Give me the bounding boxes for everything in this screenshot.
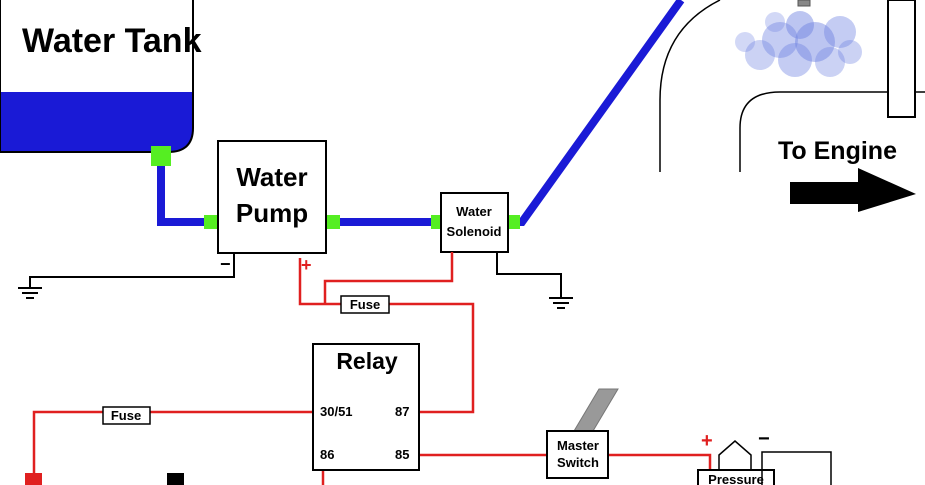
right-arrow-icon — [790, 168, 916, 212]
fitting-pump-inlet — [204, 215, 218, 229]
pressure-switch-box — [697, 469, 775, 485]
intake-pipe — [659, 0, 925, 172]
nozzle-housing — [887, 0, 916, 118]
water-pump-label-line2: Pump — [236, 198, 308, 228]
fuse-top-label: Fuse — [350, 297, 380, 312]
master-switch-label-line2: Switch — [557, 455, 599, 470]
fuse-left-box — [102, 406, 151, 425]
relay-pin-85: 85 — [395, 447, 409, 462]
water-pump-positive-sign: + — [301, 255, 312, 275]
water-pump-box — [217, 140, 327, 254]
master-switch: Master Switch — [546, 388, 619, 479]
pressure-switch-body — [761, 451, 832, 485]
fuse-left-label: Fuse — [111, 408, 141, 423]
fitting-solenoid-outlet — [506, 215, 520, 229]
water-solenoid-label-line1: Water — [456, 204, 492, 219]
water-solenoid-label-line2: Solenoid — [447, 224, 502, 239]
battery-positive-terminal — [25, 473, 42, 485]
water-tank-water — [0, 92, 193, 152]
intake-pipe-outer-wall — [659, 0, 721, 172]
fitting-pump-outlet — [326, 215, 340, 229]
relay-pin-30-51: 30/51 — [320, 404, 353, 419]
water-solenoid: Water Solenoid — [440, 192, 509, 253]
ground-icon — [18, 287, 42, 299]
pressure-switch-label: Pressure — [708, 472, 764, 485]
wire-solenoid-to-fuse — [323, 252, 454, 304]
master-switch-label-line1: Master — [557, 438, 599, 453]
pressure-switch-negative-sign: − — [758, 428, 770, 450]
water-mist-cloud — [735, 11, 862, 77]
injector-nozzle — [797, 0, 811, 7]
relay-pin-87: 87 — [395, 404, 409, 419]
fuse-top: Fuse — [340, 295, 390, 314]
ground-icon — [549, 297, 573, 309]
water-tank: Water Tank — [0, 0, 202, 153]
to-engine-label: To Engine — [778, 137, 897, 165]
water-pump: Water Pump − + — [217, 140, 327, 275]
ground-wire-solenoid — [496, 252, 562, 298]
ground-wire-pump — [29, 253, 235, 288]
battery-negative-terminal — [167, 473, 184, 485]
water-solenoid-box — [440, 192, 509, 253]
water-pump-negative-sign: − — [220, 254, 231, 274]
relay: Relay 30/51 87 86 85 — [312, 343, 420, 471]
pressure-switch-positive-sign: + — [701, 430, 713, 452]
water-tank-label: Water Tank — [22, 22, 202, 60]
master-switch-box — [546, 430, 609, 479]
hose-solenoid-to-nozzle — [510, 0, 685, 226]
wire-pump-positive-to-relay-87 — [298, 258, 475, 414]
wire-master-switch-to-pressure — [608, 453, 712, 472]
intake-pipe-inner-wall — [739, 91, 925, 172]
power-wires — [32, 252, 712, 485]
ground-wires — [29, 252, 562, 298]
fuse-top-box — [340, 295, 390, 314]
hose-tank-to-pump — [157, 152, 214, 226]
fuse-left: Fuse — [102, 406, 151, 425]
water-pump-label-line1: Water — [236, 162, 307, 192]
relay-title: Relay — [336, 348, 398, 374]
relay-box — [312, 343, 420, 471]
fitting-tank-outlet — [151, 146, 171, 166]
relay-pin-86: 86 — [320, 447, 334, 462]
pressure-switch-cap — [718, 440, 752, 470]
pressure-switch: Pressure + − — [697, 428, 832, 485]
wire-relay-30-51-to-power — [32, 410, 313, 475]
master-switch-lever — [573, 388, 619, 432]
